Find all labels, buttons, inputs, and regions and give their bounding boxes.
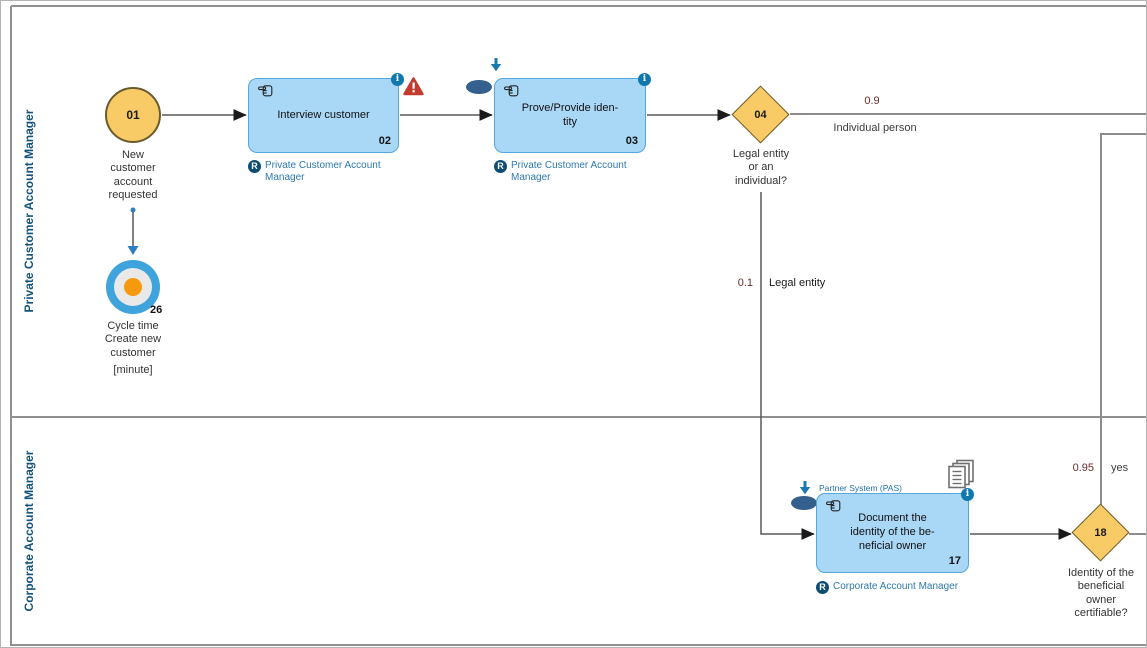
manual-task-hand-icon bbox=[258, 85, 273, 97]
task-prove-provide-identity[interactable]: i Prove/Provide iden- tity 03 bbox=[494, 73, 651, 153]
documents-icon[interactable] bbox=[946, 459, 976, 492]
pool-frame bbox=[10, 5, 1146, 646]
gateway-legal-label: Legal entity or an individual? bbox=[732, 148, 790, 187]
start-event-01[interactable]: 01 bbox=[105, 87, 161, 143]
task-title: Document the identity of the be- neficia… bbox=[850, 512, 935, 552]
info-icon[interactable]: i bbox=[638, 73, 651, 86]
role-assignment-interview: R Private Customer Account Manager bbox=[248, 160, 408, 184]
manual-task-hand-icon bbox=[504, 85, 519, 97]
flow-legal-entity[interactable] bbox=[760, 192, 815, 540]
warning-icon[interactable] bbox=[403, 77, 424, 96]
role-icon: R bbox=[816, 581, 829, 594]
probability-individual: 0.9 bbox=[864, 95, 880, 107]
kpi-label: Cycle time Create new customer bbox=[104, 320, 162, 359]
probability-legal: 0.1 bbox=[737, 277, 753, 289]
task-document-identity[interactable]: i Document the identity of the be- nefic… bbox=[816, 488, 974, 573]
task-title: Prove/Provide iden- tity bbox=[521, 101, 619, 128]
data-object-ellipse[interactable] bbox=[791, 496, 817, 510]
kpi-number: 26 bbox=[150, 304, 163, 316]
info-icon[interactable]: i bbox=[961, 488, 974, 501]
kpi-association-connector[interactable] bbox=[127, 207, 139, 256]
data-object-ellipse[interactable] bbox=[466, 80, 492, 94]
info-icon[interactable]: i bbox=[391, 73, 404, 86]
input-arrow-icon[interactable] bbox=[799, 481, 811, 495]
kpi-unit: [minute] bbox=[113, 364, 153, 376]
role-icon: R bbox=[494, 160, 507, 173]
start-event-label: New customer account requested bbox=[108, 149, 158, 202]
task-number: 03 bbox=[625, 135, 638, 148]
cycle-time-kpi-icon[interactable] bbox=[106, 260, 160, 314]
flow-yes[interactable] bbox=[1100, 133, 1147, 506]
start-event-number: 01 bbox=[126, 108, 140, 122]
condition-yes: yes bbox=[1111, 462, 1129, 474]
condition-individual: Individual person bbox=[833, 122, 917, 134]
system-label-pas: Partner System (PAS) bbox=[819, 483, 902, 493]
gateway-number: 04 bbox=[754, 108, 767, 121]
kpi-center-dot bbox=[124, 278, 142, 296]
role-icon: R bbox=[248, 160, 261, 173]
task-number: 02 bbox=[378, 135, 391, 148]
lane-private-customer-account-manager[interactable]: Private Customer Account Manager bbox=[22, 109, 36, 313]
task-interview-customer[interactable]: i Interview customer 02 bbox=[248, 73, 404, 153]
manual-task-hand-icon bbox=[826, 500, 841, 512]
gateway-number: 18 bbox=[1094, 526, 1107, 539]
input-arrow-icon[interactable] bbox=[490, 58, 502, 72]
task-title: Interview customer bbox=[277, 108, 370, 121]
gateway-identity-label: Identity of the beneficial owner certifi… bbox=[1067, 567, 1135, 620]
lane-corporate-account-manager[interactable]: Corporate Account Manager bbox=[22, 450, 36, 612]
condition-legal: Legal entity bbox=[769, 277, 826, 289]
role-assignment-document: R Corporate Account Manager bbox=[816, 581, 986, 594]
probability-yes: 0.95 bbox=[1072, 462, 1094, 474]
task-number: 17 bbox=[948, 555, 961, 568]
role-assignment-prove: R Private Customer Account Manager bbox=[494, 160, 654, 184]
